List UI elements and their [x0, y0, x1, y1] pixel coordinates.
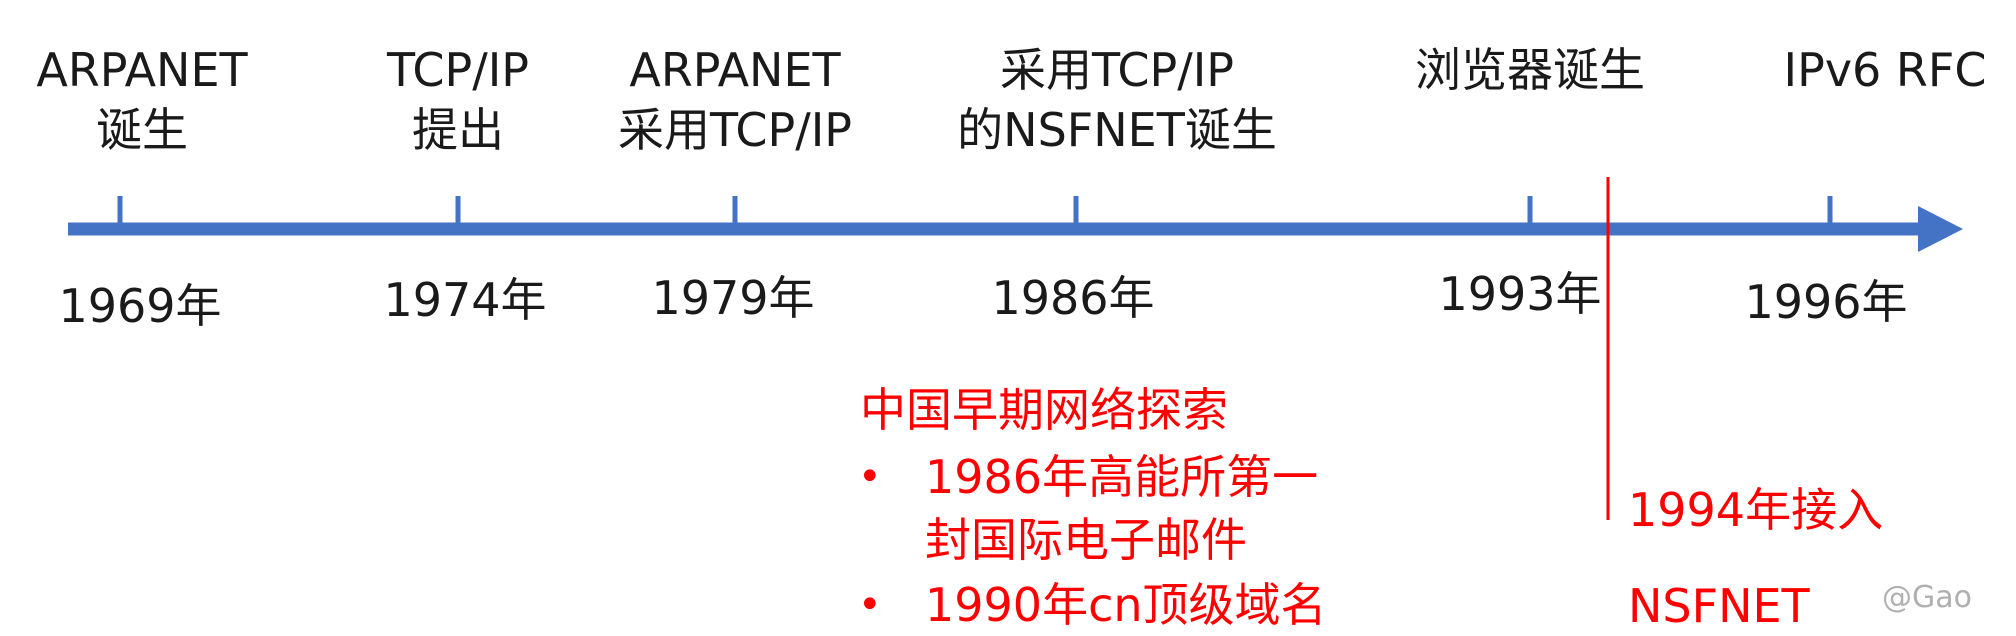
event-label-line: ARPANET: [36, 43, 248, 97]
china-panel-title: 中国早期网络探索: [860, 383, 1228, 437]
event-label-line: 采用TCP/IP: [999, 43, 1235, 97]
bullet-dot-icon: •: [858, 582, 882, 628]
china-bullet-1-line-1: 1986年高能所第一: [925, 450, 1319, 504]
year-label-1974: 1974年: [383, 273, 547, 327]
year-label-1993: 1993年: [1438, 267, 1602, 321]
event-label-1986: 采用TCP/IP 的NSFNET诞生: [957, 40, 1277, 160]
china-bullet-2-line-1: 1990年cn顶级域名: [925, 578, 1327, 632]
event-label-line: ARPANET: [629, 43, 841, 97]
year-label-1969: 1969年: [58, 279, 222, 333]
event-label-line: 诞生: [96, 103, 188, 157]
marker-1994-line-1: 1994年接入: [1628, 483, 1884, 537]
event-label-1996: IPv6 RFC: [1784, 40, 1987, 100]
event-label-1993: 浏览器诞生: [1415, 40, 1645, 100]
marker-1994-line-2: NSFNET: [1628, 579, 1810, 633]
event-label-line: 提出: [411, 103, 504, 157]
year-label-1986: 1986年: [991, 271, 1155, 325]
year-label-1979: 1979年: [651, 271, 815, 325]
event-label-line: 采用TCP/IP: [617, 103, 853, 157]
event-label-line: 浏览器诞生: [1415, 43, 1645, 97]
event-label-1969: ARPANET 诞生: [36, 40, 247, 160]
bullet-dot-icon: •: [858, 454, 882, 500]
event-label-line: 的NSFNET诞生: [957, 103, 1277, 157]
timeline-arrowhead: [1918, 206, 1963, 252]
china-bullet-1-line-2: 封国际电子邮件: [925, 513, 1247, 567]
event-label-line: TCP/IP: [386, 43, 530, 97]
event-label-1979: ARPANET 采用TCP/IP: [618, 40, 852, 160]
year-label-1996: 1996年: [1744, 275, 1908, 329]
watermark: @Gao: [1882, 580, 1972, 615]
event-label-line: IPv6 RFC: [1783, 43, 1987, 97]
event-label-1974: TCP/IP 提出: [387, 40, 529, 160]
